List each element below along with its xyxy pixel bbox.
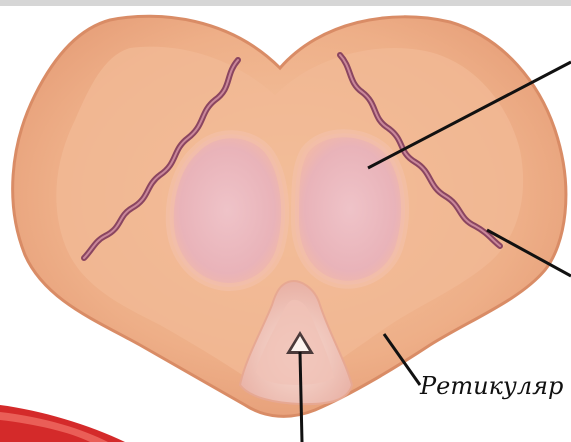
left-nucleus <box>170 134 285 287</box>
label-reticular: Ретикуляр <box>420 374 563 398</box>
pointer-line-ventricle <box>300 352 302 442</box>
top-edge-band <box>0 0 571 6</box>
red-band <box>0 405 125 442</box>
